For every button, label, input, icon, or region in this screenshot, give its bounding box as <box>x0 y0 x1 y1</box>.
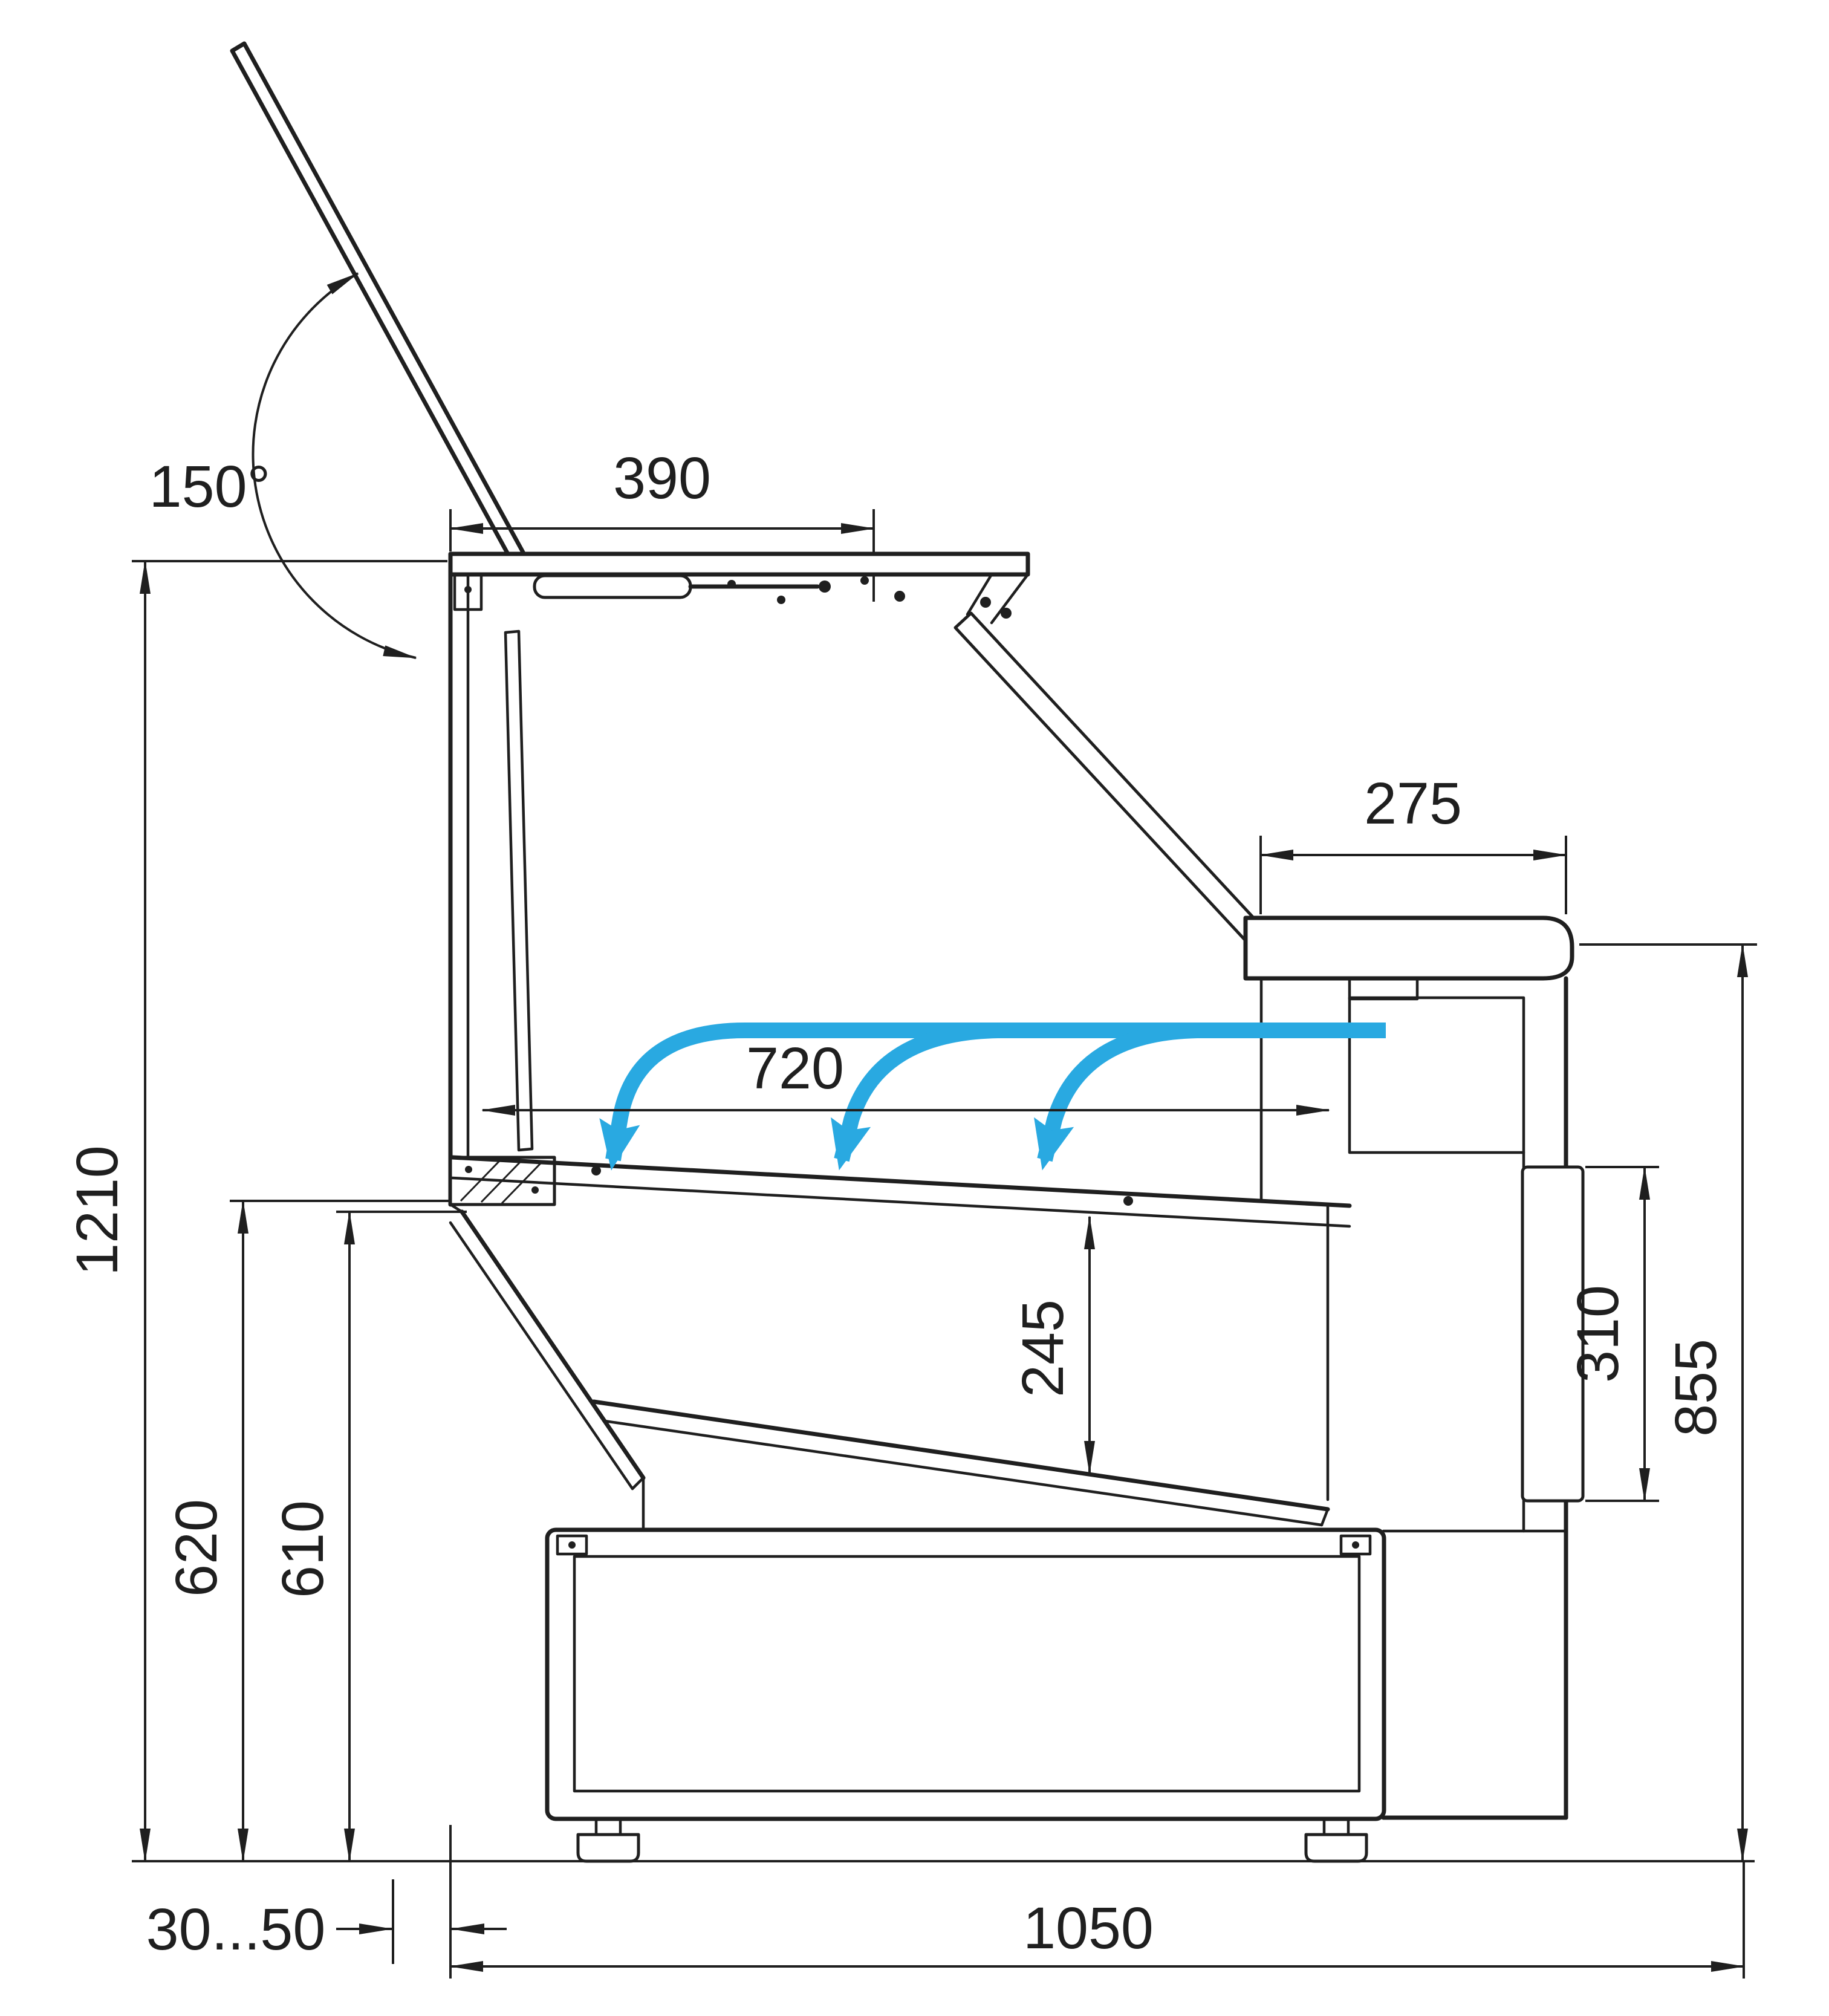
well-pan <box>591 1399 1330 1527</box>
airflow <box>599 1023 1386 1171</box>
dimension-620: 620 <box>163 1200 249 1862</box>
dim-label-855: 855 <box>1663 1339 1729 1437</box>
foot-left <box>576 1817 640 1863</box>
dimension-720: 720 <box>481 1035 1330 1116</box>
angle-dimension: 150° <box>149 272 417 659</box>
rear-worktop <box>1243 915 1574 981</box>
dimension-275: 275 <box>1259 770 1567 860</box>
dimension-610: 610 <box>270 1211 355 1862</box>
dim-label-1050: 1050 <box>1023 1895 1154 1961</box>
top-frame-assembly <box>448 551 1030 625</box>
dim-label-720: 720 <box>746 1035 844 1101</box>
air-duct-box <box>1348 996 1525 1154</box>
dim-label-30-50: 30...50 <box>146 1896 326 1962</box>
open-lid <box>230 41 530 571</box>
sloped-glass <box>953 611 1267 946</box>
dimension-855: 855 <box>1663 943 1748 1862</box>
lid-panel <box>230 41 530 570</box>
dim-label-angle: 150° <box>149 454 271 519</box>
dim-label-620: 620 <box>163 1499 229 1597</box>
dim-label-310: 310 <box>1565 1285 1631 1383</box>
dimension-1050: 1050 <box>449 1895 1745 1972</box>
dimension-310: 310 <box>1565 1166 1650 1502</box>
airflow-branch-2 <box>1034 1023 1198 1171</box>
glass-panel <box>953 611 1267 946</box>
base-cabinet <box>545 1527 1386 1821</box>
dimension-390: 390 <box>449 445 875 534</box>
dimension-1210: 1210 <box>64 560 151 1862</box>
dim-label-275: 275 <box>1364 770 1462 836</box>
airflow-branch-1 <box>831 1023 998 1171</box>
dimension-245: 245 <box>1010 1215 1095 1475</box>
worktop-slab <box>1243 915 1574 981</box>
gas-strut-body <box>533 574 692 599</box>
angle-arc <box>252 272 417 659</box>
dim-label-610: 610 <box>270 1500 336 1598</box>
lower-front-panel <box>449 1203 646 1532</box>
inner-glass-pane <box>504 629 534 1152</box>
service-panel <box>1521 1165 1585 1503</box>
dimension-30-50: 30...50 <box>146 1896 507 1962</box>
foot-right <box>1304 1817 1368 1863</box>
dim-label-1210: 1210 <box>64 1145 130 1276</box>
dim-label-390: 390 <box>613 445 711 511</box>
airflow-main <box>599 1023 1386 1171</box>
dim-label-245: 245 <box>1010 1299 1076 1397</box>
